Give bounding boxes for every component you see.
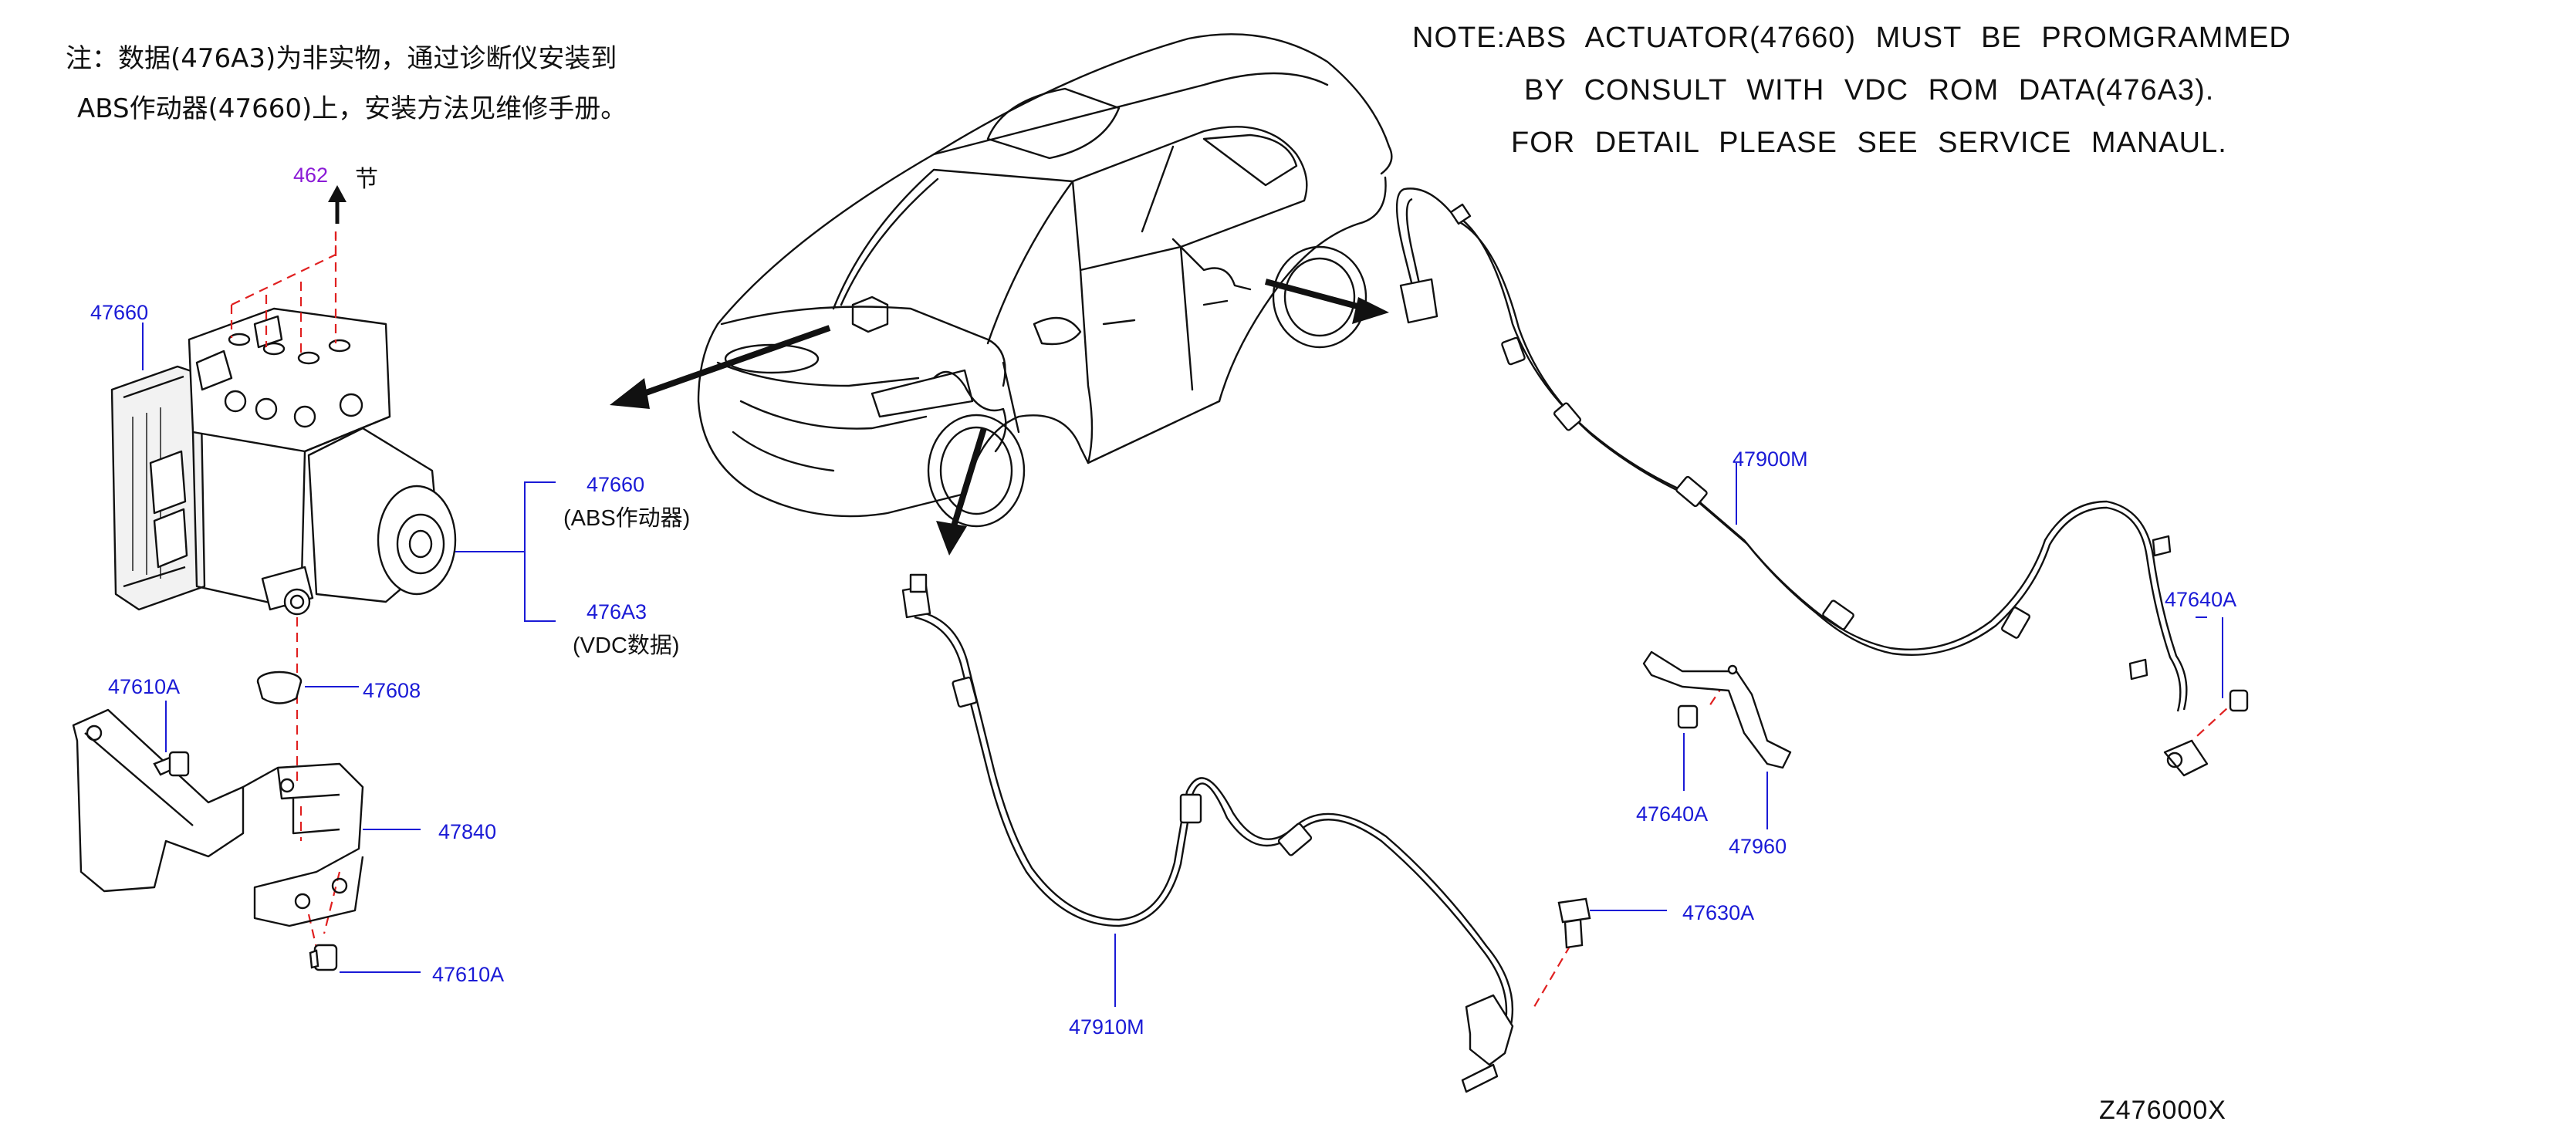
label-front-sensor-harness[interactable]: 47910M [1069, 1015, 1144, 1039]
label-abs-unit[interactable]: 47660 [90, 301, 149, 324]
note-cn-line2: ABS作动器(47660)上，安装方法见维修手册。 [77, 93, 627, 124]
label-bolt-upper[interactable]: 47610A [108, 675, 181, 698]
front-sensor-bolt-drawing[interactable] [1557, 897, 1591, 949]
label-bracket[interactable]: 47840 [438, 820, 497, 843]
note-cn-line1: 注：数据(476A3)为非实物，通过诊断仪安装到 [66, 43, 617, 74]
clip-right-drawing[interactable] [2229, 689, 2249, 712]
note-en-line1: NOTE:ABS ACTUATOR(47660) MUST BE PROMGRA… [1412, 22, 2291, 54]
rear-sensor-harness-drawing[interactable] [1395, 187, 2209, 777]
bolt-upper-drawing[interactable] [153, 751, 190, 777]
abs-actuator-drawing[interactable] [110, 307, 457, 616]
label-sensor-bracket[interactable]: 47960 [1729, 835, 1787, 858]
label-abs-actuator-code[interactable]: 47660 [587, 473, 645, 496]
grommet-drawing[interactable] [256, 670, 303, 704]
label-bolt-lower[interactable]: 47610A [432, 963, 505, 986]
label-clip-right[interactable]: 47640A [2165, 588, 2237, 611]
label-rear-sensor-harness[interactable]: 47900M [1733, 448, 1808, 471]
section-ref-number[interactable]: 462 [293, 164, 329, 187]
label-vdc-code[interactable]: 476A3 [587, 600, 647, 623]
label-clip-bracket-bolt[interactable]: 47640A [1636, 802, 1709, 826]
label-vdc-desc: (VDC数据) [573, 633, 680, 658]
note-en-line3: FOR DETAIL PLEASE SEE SERVICE MANAUL. [1511, 127, 2227, 159]
vehicle-outline-drawing[interactable] [697, 33, 1393, 528]
note-en-line2: BY CONSULT WITH VDC ROM DATA(476A3). [1524, 74, 2215, 106]
figure-id: Z476000X [2099, 1096, 2226, 1125]
label-grommet[interactable]: 47608 [363, 679, 421, 702]
label-front-sensor-bolt[interactable]: 47630A [1682, 901, 1755, 924]
front-sensor-harness-drawing[interactable] [901, 573, 1514, 1093]
direction-arrows [631, 279, 1367, 530]
section-ref-arrow[interactable] [328, 185, 347, 230]
leader-lines [142, 323, 2223, 1007]
label-abs-actuator-desc: (ABS作动器) [563, 506, 691, 531]
bracket-drawing[interactable] [72, 708, 364, 927]
arrowheads [610, 297, 1389, 556]
section-ref-suffix: 节 [355, 167, 378, 192]
clip-bracket-bolt-drawing[interactable] [1677, 704, 1699, 729]
sensor-bracket-drawing[interactable] [1642, 650, 1792, 769]
bolt-lower-drawing[interactable] [309, 944, 338, 971]
